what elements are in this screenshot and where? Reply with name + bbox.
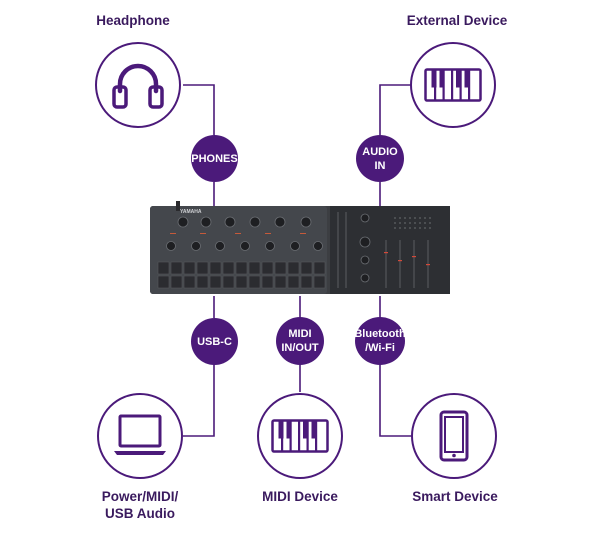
- power-midi-usb-label: Power/MIDI/ USB Audio: [85, 488, 195, 522]
- midi-port-badge: MIDI IN/OUT: [276, 317, 324, 365]
- external-device-label: External Device: [406, 13, 508, 28]
- midi-port-label-line2: IN/OUT: [281, 342, 319, 354]
- power-midi-usb-device: [97, 393, 183, 479]
- headphone-icon: [112, 63, 164, 109]
- keyboard-icon: [271, 419, 329, 453]
- smart-device: [411, 393, 497, 479]
- keyboard-icon: [424, 68, 482, 102]
- audio-in-port-badge: AUDIO IN: [356, 135, 404, 182]
- synth-device-icon: YAMAHA: [150, 201, 450, 294]
- smartphone-icon: [439, 410, 469, 462]
- phones-port-badge: PHONES: [191, 135, 238, 182]
- midi-device: [257, 393, 343, 479]
- usb-c-port-label: USB-C: [197, 335, 232, 348]
- midi-device-label: MIDI Device: [262, 489, 338, 504]
- bluetooth-wifi-port-badge: Bluetooth /Wi-Fi: [354, 317, 406, 365]
- audio-in-port-label: AUDIO IN: [362, 145, 398, 172]
- usb-c-port-badge: USB-C: [191, 318, 238, 365]
- phones-port-label: PHONES: [191, 152, 238, 165]
- power-label-line1: Power/MIDI/: [101, 489, 179, 504]
- bluetooth-port-label-line1: Bluetooth: [354, 328, 406, 340]
- external-device: [410, 42, 496, 128]
- headphone-label: Headphone: [96, 13, 170, 28]
- power-label-line2: USB Audio: [105, 506, 175, 521]
- laptop-icon: [114, 414, 166, 455]
- headphone-device: [95, 42, 181, 128]
- bluetooth-port-label-line2: /Wi-Fi: [365, 342, 395, 354]
- brand-logo: YAMAHA: [180, 209, 202, 215]
- smart-device-label: Smart Device: [412, 489, 498, 504]
- midi-port-label-line1: MIDI: [288, 328, 312, 340]
